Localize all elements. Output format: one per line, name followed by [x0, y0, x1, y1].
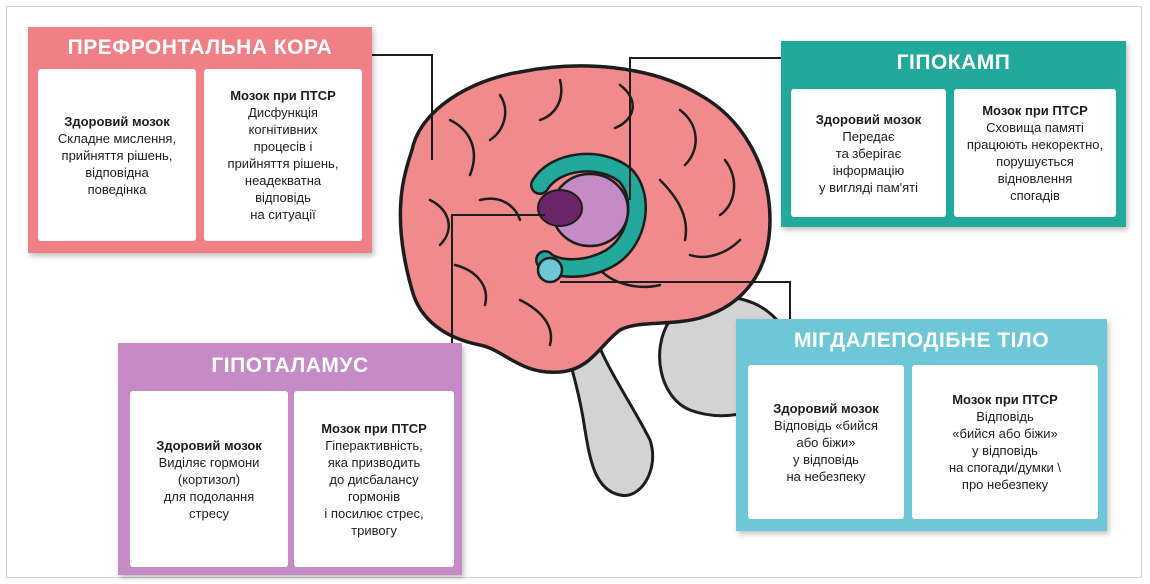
ptsd-brain-card: Мозок при ПТСР Гіперактивність, яка приз…	[294, 391, 454, 567]
panel-title: ПРЕФРОНТАЛЬНА КОРА	[28, 36, 372, 60]
card-text: Дисфункція когнітивних процесів і прийня…	[208, 104, 358, 223]
hypothalamus-shape	[538, 190, 582, 226]
prefrontal-cortex-panel: ПРЕФРОНТАЛЬНА КОРА Здоровий мозок Складн…	[28, 27, 372, 253]
healthy-brain-card: Здоровий мозок Складне мислення, прийнят…	[38, 69, 196, 241]
card-text: Гіперактивність, яка призводить до дисба…	[298, 437, 450, 539]
ptsd-brain-card: Мозок при ПТСР Відповідь «бийся або біжи…	[912, 365, 1098, 519]
amygdala-panel: МІГДАЛЕПОДІБНЕ ТІЛО Здоровий мозок Відпо…	[736, 319, 1107, 531]
card-text: Передає та зберігає інформацію у вигляді…	[795, 128, 942, 196]
card-text: Відповідь «бийся або біжи» у відповідь н…	[752, 417, 900, 485]
card-heading: Здоровий мозок	[134, 437, 284, 454]
card-heading: Здоровий мозок	[42, 113, 192, 130]
ptsd-brain-card: Мозок при ПТСР Сховища памяті працюють н…	[954, 89, 1116, 217]
card-heading: Мозок при ПТСР	[958, 102, 1112, 119]
card-heading: Мозок при ПТСР	[298, 420, 450, 437]
healthy-brain-card: Здоровий мозок Виділяє гормони (кортизол…	[130, 391, 288, 567]
card-heading: Здоровий мозок	[795, 111, 942, 128]
card-text: Відповідь «бийся або біжи» у відповідь н…	[916, 408, 1094, 493]
panel-title: ГІПОТАЛАМУС	[118, 354, 462, 378]
healthy-brain-card: Здоровий мозок Передає та зберігає інфор…	[791, 89, 946, 217]
ptsd-brain-card: Мозок при ПТСР Дисфункція когнітивних пр…	[204, 69, 362, 241]
panel-title: ГІПОКАМП	[781, 51, 1126, 75]
panel-title: МІГДАЛЕПОДІБНЕ ТІЛО	[736, 329, 1107, 353]
hippocampus-panel: ГІПОКАМП Здоровий мозок Передає та збері…	[781, 41, 1126, 227]
card-text: Складне мислення, прийняття рішень, відп…	[42, 130, 192, 198]
card-heading: Мозок при ПТСР	[208, 87, 358, 104]
card-text: Виділяє гормони (кортизол) для подолання…	[134, 454, 284, 522]
card-heading: Мозок при ПТСР	[916, 391, 1094, 408]
amygdala-shape	[538, 258, 562, 282]
card-heading: Здоровий мозок	[752, 400, 900, 417]
hypothalamus-panel: ГІПОТАЛАМУС Здоровий мозок Виділяє гормо…	[118, 343, 462, 575]
card-text: Сховища памяті працюють некоректно, пору…	[958, 119, 1112, 204]
healthy-brain-card: Здоровий мозок Відповідь «бийся або біжи…	[748, 365, 904, 519]
